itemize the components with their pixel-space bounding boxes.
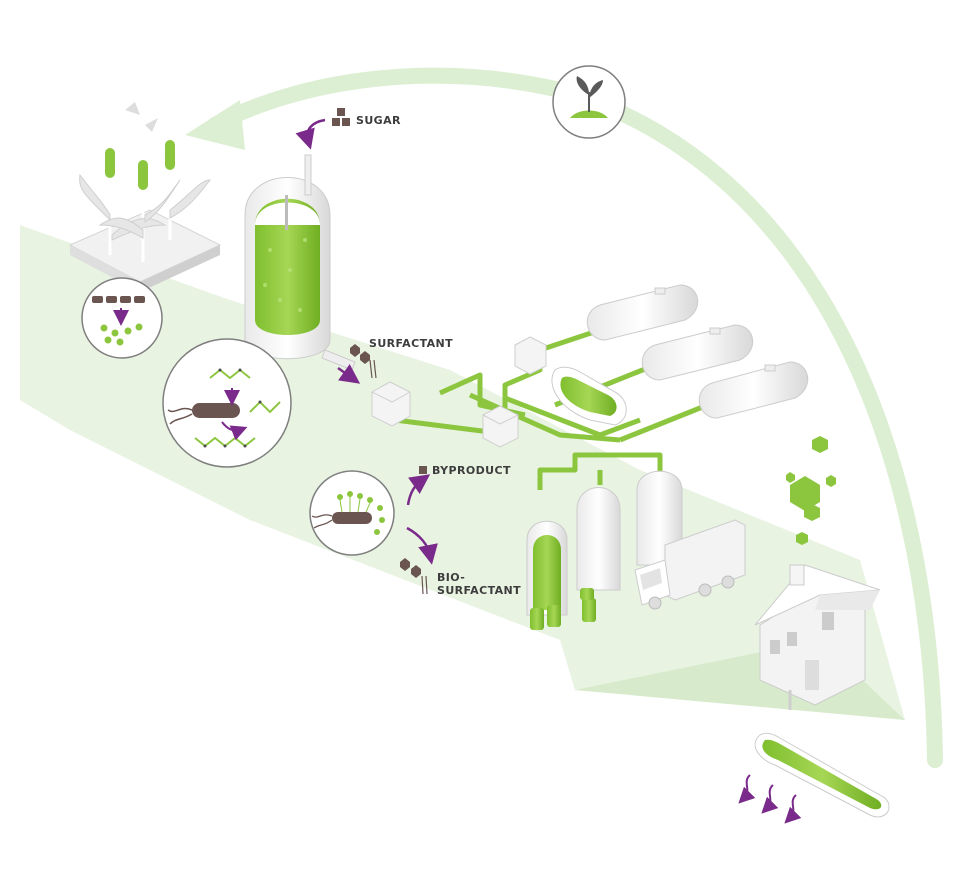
bio-surfactant-arrow <box>406 526 438 565</box>
processing-unit-2 <box>482 405 519 448</box>
sugar-cube-icon <box>332 108 350 126</box>
byproduct-label: BYPRODUCT <box>432 464 511 477</box>
silo-3 <box>636 470 683 566</box>
bio-surfactant-molecule-icon <box>400 558 428 595</box>
truck-icon <box>634 519 746 610</box>
surfactant-molecule-icon <box>350 344 377 379</box>
storage-tank-3 <box>698 361 809 419</box>
sugar-input-arrow <box>295 118 326 150</box>
processing-unit-1 <box>371 381 411 427</box>
underground-heat-pipe <box>738 732 890 824</box>
sugar-label: SUGAR <box>356 114 401 127</box>
storage-tank-1 <box>586 284 699 341</box>
byproduct-arrow <box>406 474 431 506</box>
plant-sprout-icon <box>552 65 626 139</box>
surfactant-label: SURFACTANT <box>369 337 454 350</box>
byproduct-cube-icon <box>419 466 427 474</box>
cutaway-tank <box>551 366 627 426</box>
storage-tank-2 <box>641 324 754 381</box>
sugar-breakdown-icon <box>81 277 163 359</box>
crop-field <box>68 102 222 292</box>
bio-surfactant-label-line1: BIO- <box>437 571 466 584</box>
house-icon <box>754 564 881 710</box>
bio-surfactant-label-line2: SURFACTANT <box>437 584 522 597</box>
surfactant-arrow <box>337 364 361 384</box>
silo-cutaway <box>526 520 568 616</box>
bacterium-icon <box>162 338 292 468</box>
fermenter-tank <box>244 154 356 371</box>
bio-surfactant-label: BIO- SURFACTANT <box>437 571 521 597</box>
green-hexagon-particles <box>786 436 836 545</box>
silo-2 <box>576 487 621 591</box>
bacterium-secreting-icon <box>309 470 395 556</box>
processing-unit-3 <box>514 336 547 375</box>
green-barrels <box>530 588 596 630</box>
recycle-arc-arrow <box>185 67 943 768</box>
